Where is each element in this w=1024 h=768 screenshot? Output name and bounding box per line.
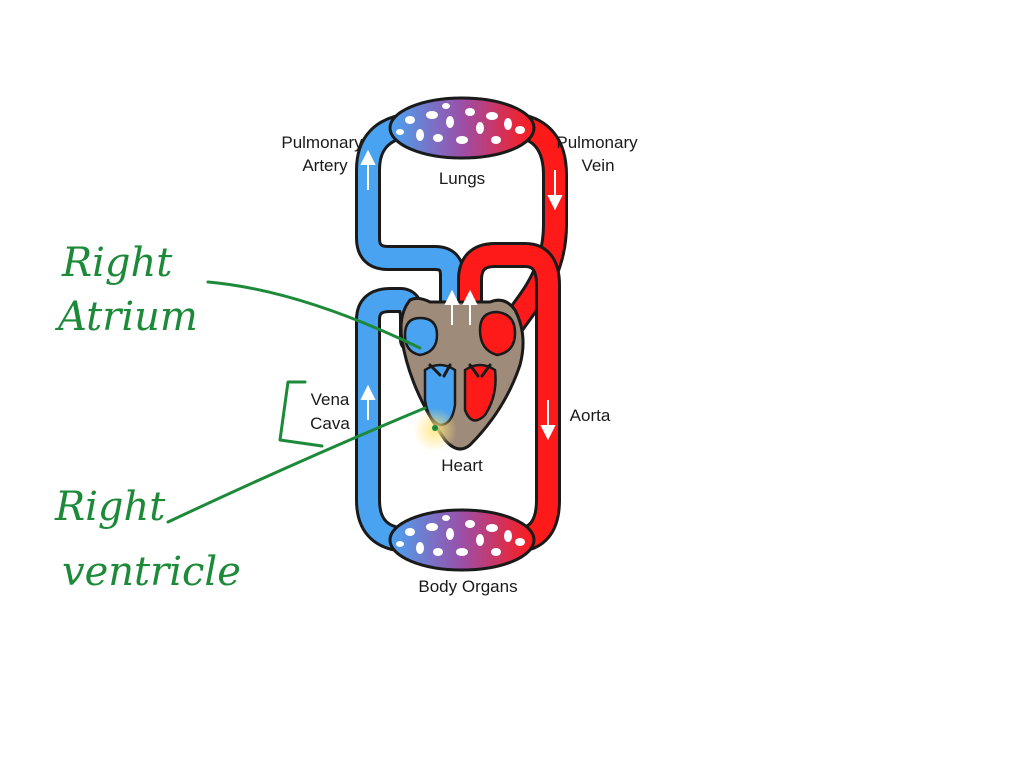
pulmonary-vein-label-1: Pulmonary [556, 133, 638, 152]
body-organs-label: Body Organs [418, 577, 517, 596]
annotation-right-atrium-1: Right [61, 240, 173, 286]
pulmonary-artery-label-1: Pulmonary [281, 133, 363, 152]
vena-cava-label-2: Cava [310, 414, 350, 433]
flow-arrow-icon [360, 149, 563, 441]
lungs-label: Lungs [439, 169, 485, 188]
vena-cava-label-1: Vena [311, 390, 350, 409]
lungs-capillary-icon [388, 96, 536, 160]
body-capillary-icon [388, 508, 536, 572]
annotation-right-ventricle-2: ventricle [62, 549, 241, 595]
annotation-right-ventricle-1: Right [54, 484, 166, 530]
annotation-pointer-ventricle [166, 406, 427, 524]
heart-icon [399, 296, 525, 452]
annotation-bracket [278, 380, 324, 448]
aorta-label: Aorta [570, 406, 611, 425]
annotation-right-atrium-2: Atrium [54, 294, 198, 340]
heart-label: Heart [441, 456, 483, 475]
pulmonary-vein-label-2: Vein [581, 156, 614, 175]
handwritten-annotations: Right Atrium Right ventricle [54, 240, 427, 595]
annotation-pointer-atrium [206, 280, 422, 350]
pulmonary-artery-label-2: Artery [302, 156, 348, 175]
